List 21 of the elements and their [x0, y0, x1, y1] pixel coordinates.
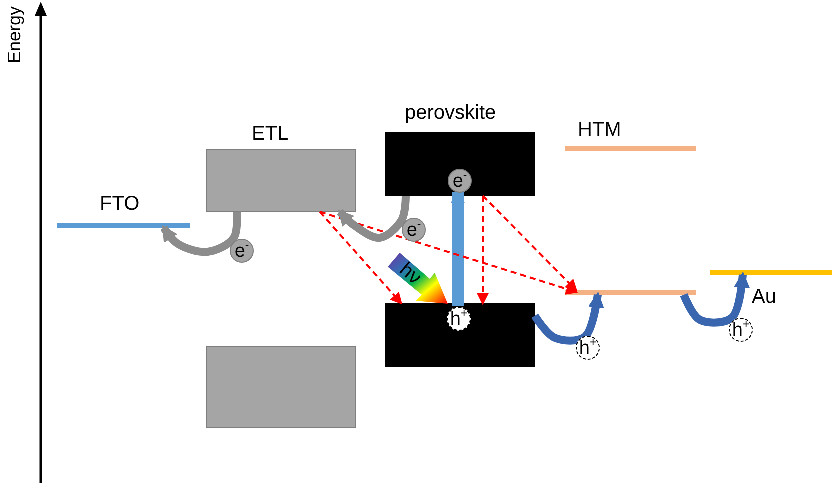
layer-label: perovskite [405, 103, 496, 123]
axis-label: Energy [6, 6, 24, 64]
hole-circle: h$^{+}$ [729, 318, 753, 342]
layer-label: ETL [252, 124, 289, 144]
level-label: FTO [100, 194, 140, 214]
transfer-arrow [319, 211, 403, 305]
curved-arrow [451, 189, 465, 306]
curved-arrow [337, 196, 410, 242]
valence-band-box [385, 303, 535, 367]
transfer-arrow [477, 196, 489, 306]
electron-circle: e$^{-}$ [402, 218, 426, 242]
photon-label: hν [396, 260, 426, 288]
electron-circle: e$^{-}$ [230, 239, 254, 263]
level-label: Au [752, 287, 776, 307]
level-label: HTM [578, 120, 622, 140]
transfer-arrow [320, 211, 578, 295]
electron-circle: e$^{-}$ [448, 169, 472, 193]
transfer-arrow [482, 195, 578, 292]
valence-band-box [206, 346, 356, 428]
hole-circle: h$^{+}$ [447, 307, 471, 331]
hole-circle: h$^{+}$ [576, 336, 600, 360]
